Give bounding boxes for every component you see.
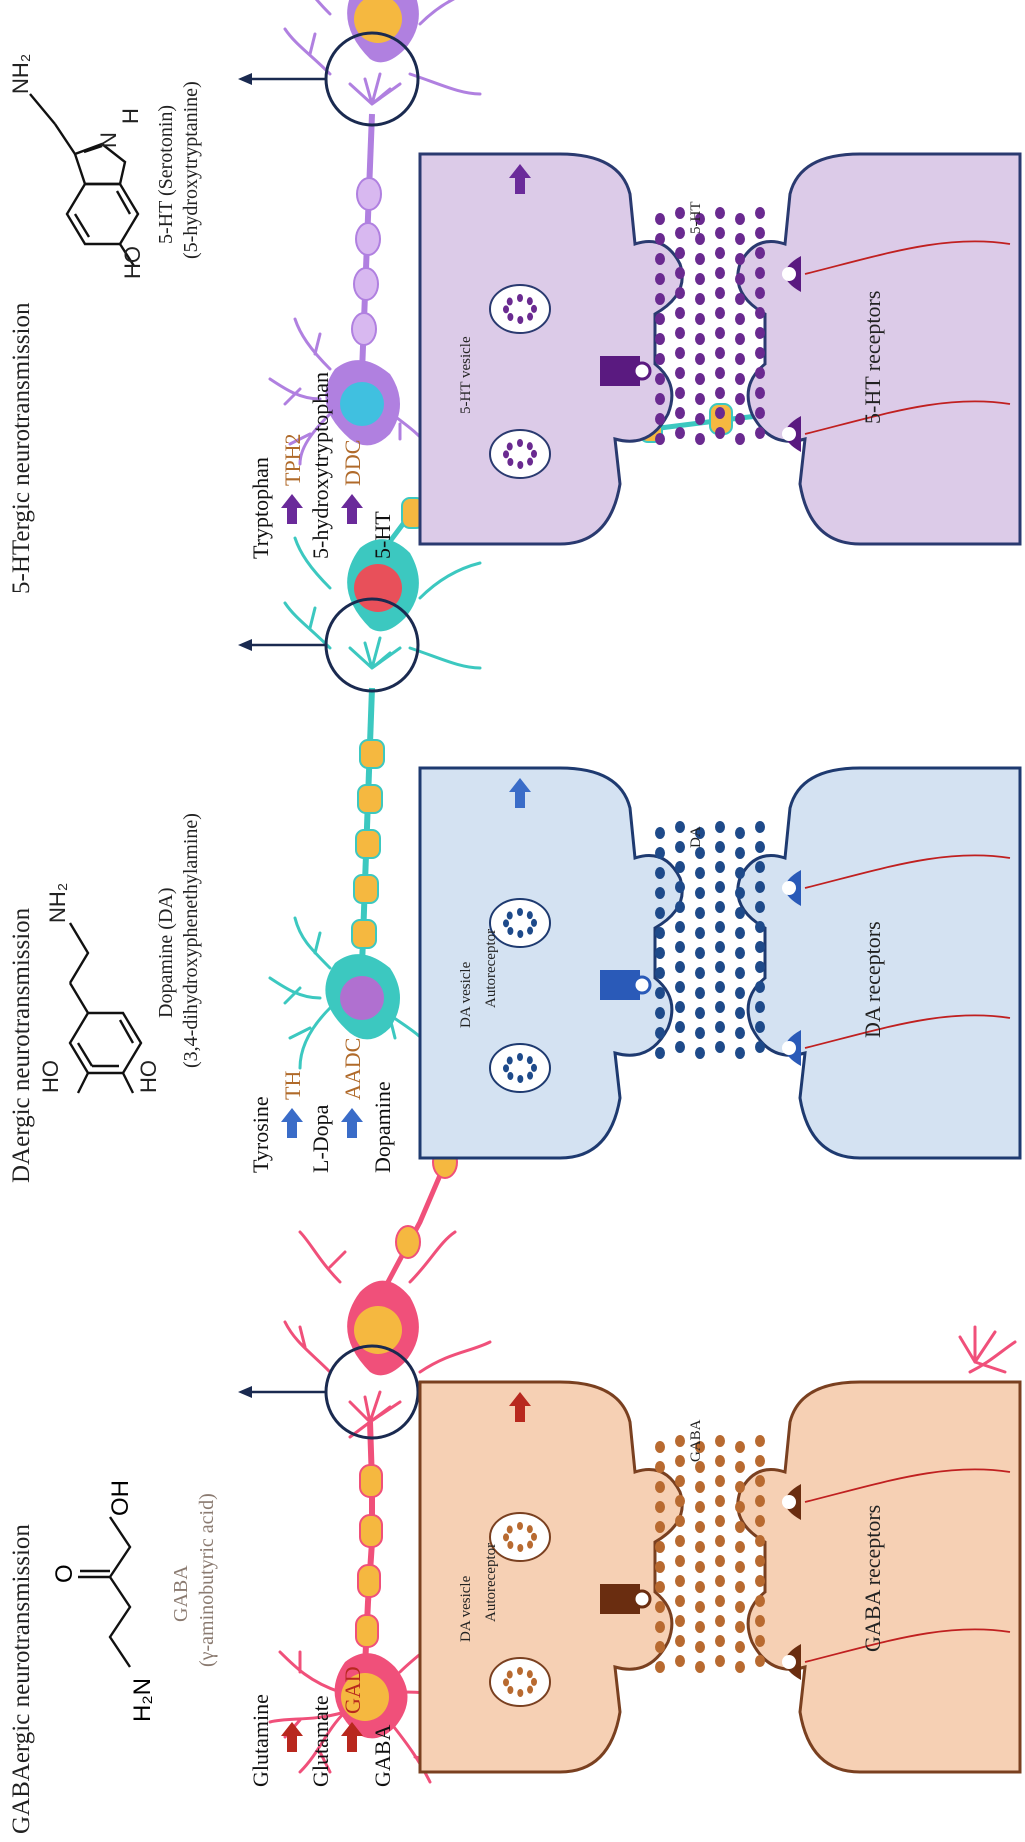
- pathway-arrow-1: [281, 1108, 303, 1138]
- pathway-step-3: GABA: [370, 1725, 395, 1787]
- pathway-arrow-1: [281, 494, 303, 524]
- pathway-step-3: 5-HT: [370, 511, 395, 559]
- enzyme-2: AADC: [340, 1038, 365, 1100]
- enzyme-2: GAD: [340, 1666, 365, 1714]
- vesicle: [490, 430, 550, 478]
- pathway-arrow-2: [341, 494, 363, 524]
- pathway-step-1: Tryptophan: [248, 457, 273, 559]
- vesicle: [490, 285, 550, 333]
- autoreceptor-label: Autoreceptor: [483, 1543, 499, 1622]
- pathway-step-2: 5-hydroxytryptophan: [308, 372, 333, 559]
- vesicle: [490, 899, 550, 947]
- pathway-step-1: Tyrosine: [248, 1096, 273, 1173]
- pathway-step-3: Dopamine: [370, 1081, 395, 1173]
- neurotransmitter-label: DA: [688, 826, 704, 848]
- vesicle-label: DA vesicle: [458, 961, 474, 1028]
- enzyme-1: TH: [280, 1071, 305, 1100]
- vesicle: [490, 1658, 550, 1706]
- synapse-terminal: [420, 154, 1020, 544]
- pathway-arrow-2: [341, 1722, 363, 1752]
- receptors-label: DA receptors: [860, 921, 885, 1038]
- neurotransmitter-cluster: [655, 821, 765, 1059]
- neurotransmitter-cluster: [655, 207, 765, 445]
- neurotransmitter-label: GABA: [688, 1419, 704, 1462]
- pathway-arrow-2: [341, 1108, 363, 1138]
- pathway-step-1: Glutamine: [248, 1694, 273, 1787]
- pathway-step-2: L-Dopa: [308, 1104, 333, 1173]
- autoreceptor-label: Autoreceptor: [483, 929, 499, 1008]
- neurotransmitter-label: 5-HT: [688, 202, 704, 235]
- vesicle: [490, 1044, 550, 1092]
- vesicle: [490, 1513, 550, 1561]
- pathway-step-2: Glutamate: [308, 1695, 333, 1787]
- neurotransmitter-cluster: [655, 1435, 765, 1673]
- vesicle-label: DA vesicle: [458, 1575, 474, 1642]
- enzyme-1: TPH2: [280, 433, 305, 486]
- pathway-arrow-1: [281, 1722, 303, 1752]
- synapse-terminal: [420, 1382, 1020, 1772]
- receptors-label: GABA receptors: [860, 1505, 885, 1652]
- vesicle-label: 5-HT vesicle: [458, 336, 474, 414]
- enzyme-2: DDC: [340, 440, 365, 486]
- synapse-terminal: [420, 768, 1020, 1158]
- receptors-label: 5-HT receptors: [860, 291, 885, 424]
